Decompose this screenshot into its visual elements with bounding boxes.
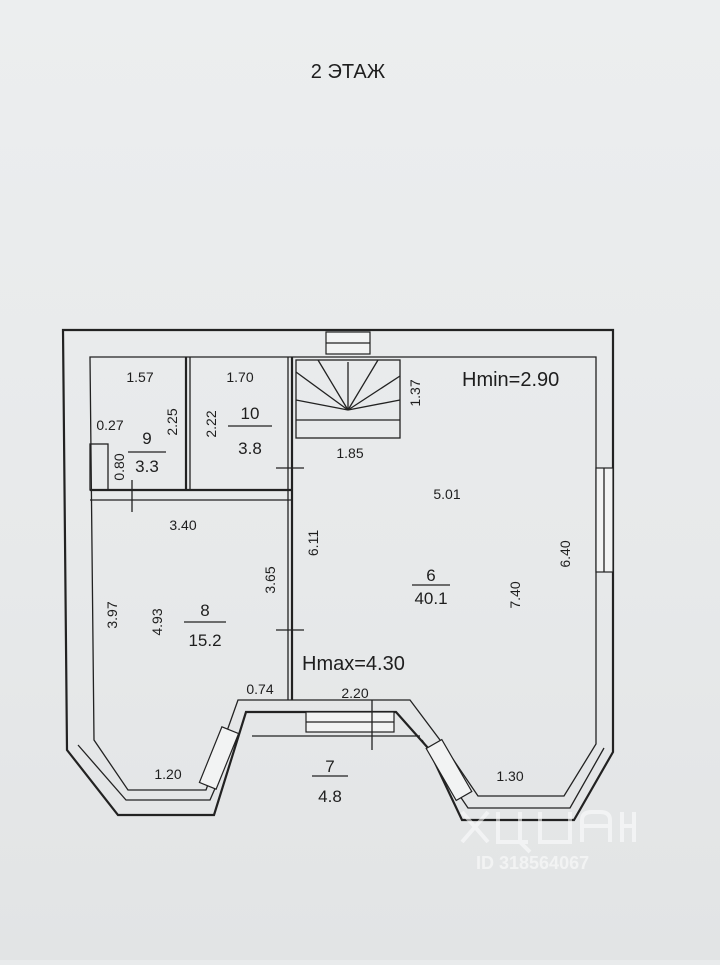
floor-title: 2 ЭТАЖ <box>311 61 386 83</box>
dim-3-40: 3.40 <box>169 517 196 533</box>
dim-1-85: 1.85 <box>336 445 363 461</box>
svg-text:3.3: 3.3 <box>135 457 159 476</box>
dim-1-37: 1.37 <box>407 379 423 406</box>
dim-1-30: 1.30 <box>496 768 523 784</box>
staircase <box>295 359 401 439</box>
dim-3-97: 3.97 <box>104 601 120 628</box>
svg-text:4.8: 4.8 <box>318 787 342 806</box>
dim-5-01: 5.01 <box>433 486 460 502</box>
room-6-label: 6 40.1 <box>412 566 450 608</box>
watermark-id: ID 318564067 <box>476 853 589 873</box>
height-min-note: Hmin=2.90 <box>462 369 559 391</box>
height-max-note: Hmax=4.30 <box>302 653 405 675</box>
cian-watermark: ID 318564067 <box>460 810 636 873</box>
dim-7-40: 7.40 <box>507 581 523 608</box>
cian-logo <box>460 810 636 854</box>
outer-wall-inner <box>89 356 597 797</box>
svg-text:10: 10 <box>241 404 260 423</box>
dim-1-57: 1.57 <box>126 369 153 385</box>
dim-0-27: 0.27 <box>96 417 123 433</box>
dim-3-65: 3.65 <box>262 566 278 593</box>
window-bay-left <box>198 726 240 790</box>
dim-0-80: 0.80 <box>111 453 127 480</box>
room9-closet <box>89 443 109 491</box>
window-bay-right <box>425 738 473 802</box>
svg-text:3.8: 3.8 <box>238 439 262 458</box>
dim-6-11: 6.11 <box>305 530 321 556</box>
svg-text:15.2: 15.2 <box>188 631 221 650</box>
room-10-label: 10 3.8 <box>228 404 272 458</box>
svg-text:8: 8 <box>200 601 209 620</box>
dim-2-25: 2.25 <box>164 408 180 435</box>
svg-text:6: 6 <box>426 566 435 585</box>
dim-0-74: 0.74 <box>246 681 273 697</box>
room-8-label: 8 15.2 <box>184 601 226 650</box>
dim-6-40: 6.40 <box>557 540 573 567</box>
room-9-label: 9 3.3 <box>128 429 166 476</box>
svg-text:9: 9 <box>142 429 151 448</box>
svg-text:7: 7 <box>325 757 334 776</box>
room-7-label: 7 4.8 <box>312 757 348 806</box>
dim-2-22: 2.22 <box>203 410 219 437</box>
dim-1-20: 1.20 <box>154 766 181 782</box>
outer-wall-outer <box>61 328 615 822</box>
dim-1-70: 1.70 <box>226 369 253 385</box>
dim-4-93: 4.93 <box>149 608 165 635</box>
svg-text:40.1: 40.1 <box>414 589 447 608</box>
dim-2-20: 2.20 <box>341 685 368 701</box>
